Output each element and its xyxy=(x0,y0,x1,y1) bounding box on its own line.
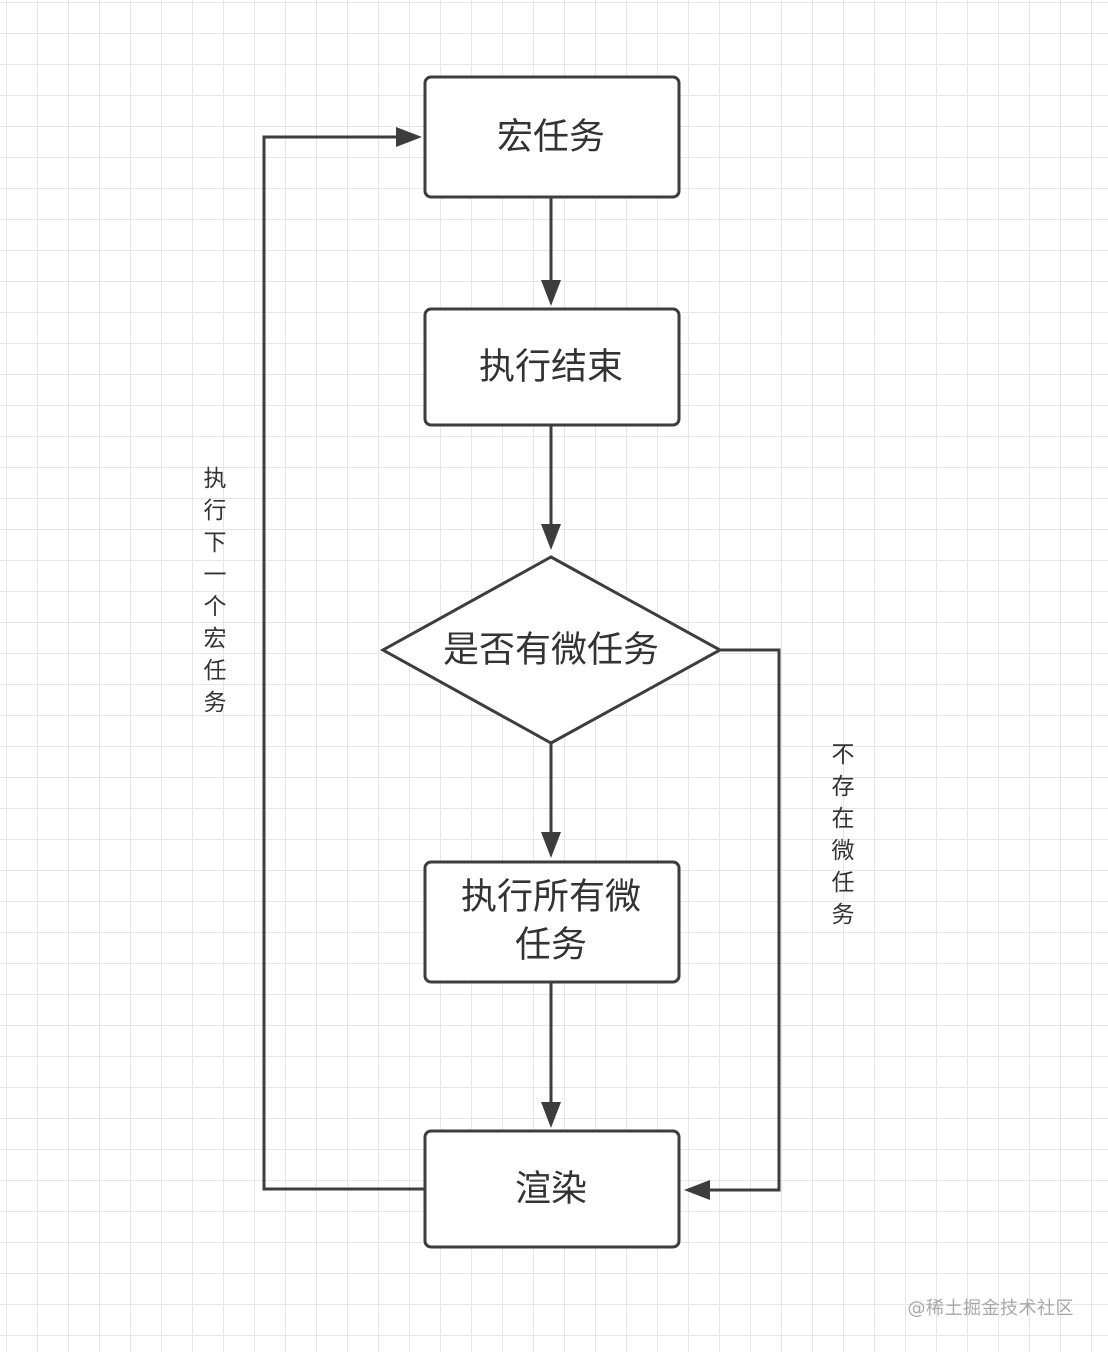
edge-label-next-macrotask-char: 宏 xyxy=(204,626,227,652)
edge-label-no-microtask-char: 任 xyxy=(832,870,855,896)
edge-label-next-macrotask-char: 个 xyxy=(204,594,227,620)
arrow-execution-end-to-decision xyxy=(541,524,561,550)
node-run-microtasks-box xyxy=(423,860,681,984)
edge-label-no-microtask-char: 微 xyxy=(832,838,855,864)
arrow-decision-to-run-microtasks xyxy=(541,832,561,858)
edges xyxy=(262,127,781,1200)
node-render: 渲染 xyxy=(423,1129,681,1249)
edge-label-no-microtask-char: 务 xyxy=(832,902,855,928)
node-render-label: 渲染 xyxy=(515,1169,587,1210)
arrow-render-to-macrotask xyxy=(396,127,422,147)
node-execution-end-label: 执行结束 xyxy=(479,347,623,388)
edge-render-to-macrotask xyxy=(262,135,425,1191)
edge-label-no-microtask-char: 存 xyxy=(832,774,855,800)
edge-label-next-macrotask-char: 任 xyxy=(204,658,227,684)
node-execution-end: 执行结束 xyxy=(423,307,681,427)
arrow-run-microtasks-to-render xyxy=(541,1102,561,1128)
arrow-macrotask-to-execution-end xyxy=(541,280,561,306)
node-run-microtasks: 执行所有微 任务 xyxy=(423,860,681,984)
edge-label-next-macrotask-char: 务 xyxy=(204,690,227,716)
edge-label-next-macrotask: 执 行 下 一 个 宏 任 务 xyxy=(204,466,227,716)
edge-label-next-macrotask-char: 行 xyxy=(204,498,227,524)
edge-label-no-microtask-char: 不 xyxy=(832,742,855,768)
edge-label-no-microtask: 不 存 在 微 任 务 xyxy=(832,742,855,928)
node-macrotask-box xyxy=(423,75,681,199)
node-has-microtask-label: 是否有微任务 xyxy=(443,630,659,671)
edge-label-next-macrotask-char: 下 xyxy=(204,530,227,556)
node-execution-end-box xyxy=(423,307,681,427)
arrow-decision-no-to-render xyxy=(684,1180,710,1200)
watermark: @稀土掘金技术社区 xyxy=(907,1298,1074,1319)
node-run-microtasks-label-line-1: 执行所有微 xyxy=(461,877,641,918)
edge-label-next-macrotask-char: 一 xyxy=(204,562,227,588)
node-run-microtasks-label-line-2: 任务 xyxy=(515,925,587,966)
node-has-microtask-diamond xyxy=(379,555,724,745)
node-macrotask: 宏任务 xyxy=(423,75,681,199)
node-macrotask-label: 宏任务 xyxy=(497,117,605,158)
node-render-box xyxy=(423,1129,681,1249)
edge-label-next-macrotask-char: 执 xyxy=(204,466,227,492)
edge-decision-no-to-render xyxy=(710,648,781,1192)
node-has-microtask-decision: 是否有微任务 xyxy=(379,555,724,745)
edge-label-no-microtask-char: 在 xyxy=(832,806,855,832)
